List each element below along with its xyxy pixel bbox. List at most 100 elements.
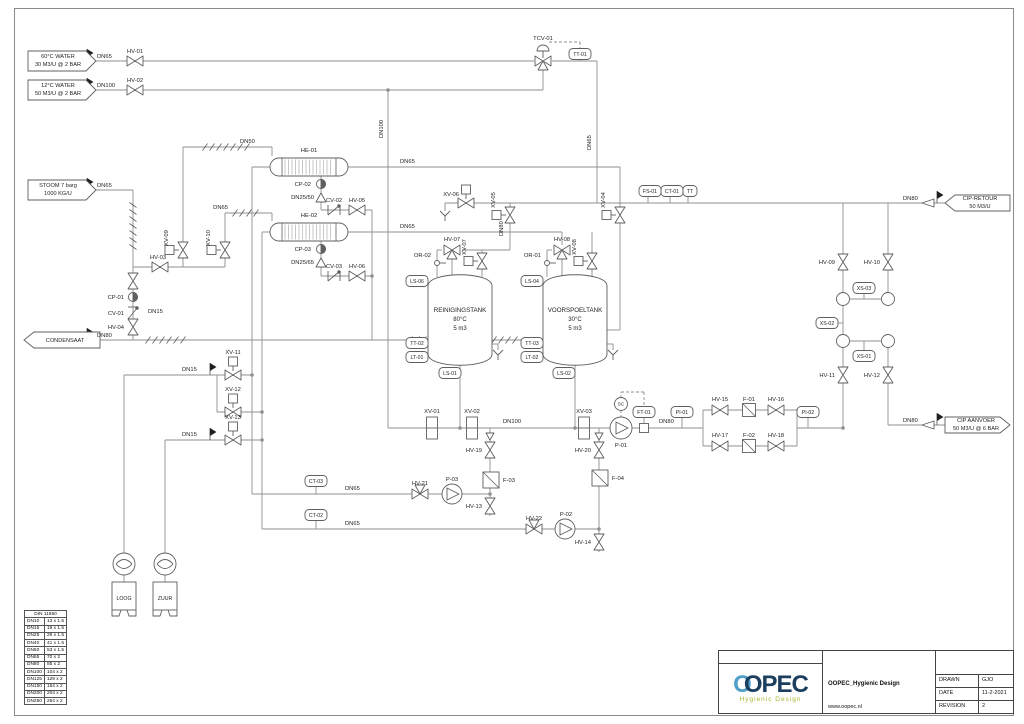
svg-text:OR-01: OR-01	[524, 253, 541, 259]
svg-text:LT-02: LT-02	[526, 355, 539, 361]
sc-symbol: SC	[614, 397, 628, 411]
title-block-empty-row	[936, 651, 1013, 674]
revision-row: REVISION 2	[936, 700, 1013, 713]
zuur-symbol: ZUUR	[152, 581, 178, 617]
din-table-cell: 19 x 1.5	[43, 624, 68, 633]
svg-text:OR-02: OR-02	[414, 253, 431, 259]
svg-text:CIP AANVOER: CIP AANVOER	[957, 418, 995, 424]
pipe-size-label: DN25/50	[291, 195, 314, 201]
xs-01-symbol: XS-01	[852, 350, 876, 362]
svg-text:HV-10: HV-10	[864, 260, 880, 266]
din-table-cell: 53 x 1.5	[43, 646, 68, 655]
svg-text:CP-03: CP-03	[295, 247, 311, 253]
flag-symbol	[936, 191, 944, 203]
svg-text:HV-20: HV-20	[575, 448, 591, 454]
hv-21-symbol: HV-21	[411, 481, 429, 500]
yd-symbol	[607, 349, 619, 360]
cv-01-symbol: CV-01	[108, 306, 139, 320]
svg-text:TCV-01: TCV-01	[533, 36, 553, 42]
svg-text:HV-06: HV-06	[349, 264, 365, 270]
trap-symbol	[315, 257, 327, 268]
circ-symbol	[881, 334, 895, 348]
red-symbol	[921, 420, 935, 430]
svg-text:XV-07: XV-07	[462, 239, 468, 255]
revision-value: 2	[978, 701, 1013, 713]
din-table-cell: 204 x 2	[43, 689, 68, 699]
svg-text:HV-12: HV-12	[864, 373, 880, 379]
f-03-symbol: F-03	[482, 471, 515, 489]
svg-text:HV-11: HV-11	[819, 373, 835, 379]
he-02-symbol: HE-02	[269, 213, 349, 242]
svg-text:HV-18: HV-18	[768, 433, 784, 439]
pipe-size-label: DN80	[97, 333, 112, 339]
circ-symbol	[836, 292, 850, 306]
pipe-size-label: DN15	[182, 432, 197, 438]
xv-13-symbol: XV-13	[224, 415, 242, 446]
svg-text:HV-13: HV-13	[466, 504, 482, 510]
tt-02-symbol: TT-02	[405, 337, 429, 349]
xv-05-symbol: XV-05	[491, 192, 516, 224]
xv-10-symbol: XV-10	[206, 230, 231, 259]
svg-text:P-01: P-01	[615, 443, 627, 449]
hv-10-symbol: HV-10	[864, 253, 894, 271]
p-01-symbol: P-01	[609, 416, 633, 449]
hv-01-symbol: HV-01	[126, 49, 144, 67]
din-table-cell: DN10	[24, 617, 45, 626]
cv-03-symbol: CV-03	[326, 264, 342, 282]
svg-text:30°C: 30°C	[568, 317, 582, 323]
hv-20-symbol: HV-20	[575, 432, 605, 459]
hv-06-symbol: HV-06	[348, 264, 366, 282]
svg-text:CT-02: CT-02	[309, 513, 323, 519]
f-02-symbol: F-02	[742, 433, 756, 453]
din-table-cell: 41 x 1.5	[43, 639, 68, 648]
svg-text:LS-01: LS-01	[443, 371, 457, 377]
din-table-cell: 85 x 2	[43, 660, 68, 670]
svg-text:XV-04: XV-04	[601, 191, 607, 208]
pipe-size-label: DN80	[903, 196, 918, 202]
dpump-symbol	[112, 552, 136, 576]
svg-text:HV-14: HV-14	[575, 540, 592, 546]
logo-o-light: O	[733, 670, 752, 698]
f-04-symbol: F-04	[591, 469, 625, 487]
loog-symbol: LOOG	[111, 581, 137, 617]
svg-text:LS-02: LS-02	[557, 371, 571, 377]
svg-text:FS-01: FS-01	[643, 189, 657, 195]
svg-text:XV-10: XV-10	[206, 230, 212, 246]
xv-06-symbol: XV-06	[443, 184, 475, 209]
title-block: OOPEC Hygienic Design OOPEC_Hygienic Des…	[718, 650, 1014, 714]
pipe-size-label: DN65	[400, 159, 415, 165]
svg-text:XS-02: XS-02	[820, 321, 835, 327]
revision-label: REVISION	[939, 703, 966, 709]
din-table-cell: 29 x 1.5	[43, 631, 68, 641]
svg-text:HV-17: HV-17	[712, 433, 728, 439]
logo-wordmark: OOPEC	[733, 670, 809, 698]
din-table-cell: DN150	[24, 682, 45, 691]
svg-text:LT-01: LT-01	[411, 355, 424, 361]
svg-text:HV-02: HV-02	[127, 78, 143, 84]
ft-01-symbol: FT-01	[632, 406, 656, 418]
document-title: OOPEC_Hygienic Design	[828, 681, 900, 687]
fs-01-symbol: FS-01	[638, 185, 662, 197]
ls-01-symbol: LS-01	[438, 367, 462, 379]
svg-text:CT-03: CT-03	[309, 479, 323, 485]
svg-text:CIP-RETOUR: CIP-RETOUR	[963, 196, 998, 202]
svg-text:HV-09: HV-09	[819, 260, 835, 266]
company-logo: OOPEC Hygienic Design	[719, 664, 822, 713]
svg-text:F-03: F-03	[503, 478, 515, 484]
svg-text:CONDENSAAT: CONDENSAAT	[46, 338, 85, 344]
svg-text:XV-05: XV-05	[491, 192, 497, 208]
svg-text:VOORSPOELTANK: VOORSPOELTANK	[548, 307, 603, 314]
cp-01-symbol: CP-01	[108, 292, 138, 302]
tt-01-symbol: TT-01	[568, 48, 592, 60]
svg-text:ZUUR: ZUUR	[158, 596, 173, 602]
din-table-cell: 13 x 1.5	[43, 617, 68, 626]
